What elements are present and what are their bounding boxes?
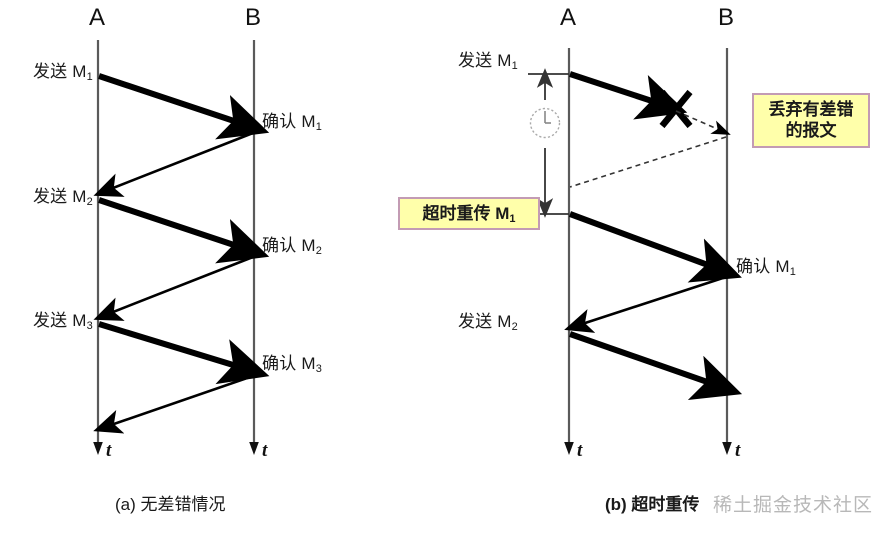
ack-m2-text: 确认 M (262, 236, 316, 255)
panel-b-lost-ack-dashed (569, 136, 727, 188)
panel-a-time-axis-a-label: t (106, 440, 112, 461)
ack-m3-text: 确认 M (262, 354, 316, 373)
send-m3-text: 发送 M (32, 311, 87, 330)
panel-a-msg-m3 (98, 321, 270, 385)
panel-a-ack-m1-label: 确认 M1 (262, 112, 323, 133)
panel-a-msg-m1 (98, 73, 270, 140)
panel-b-msg-m1-retransmit (568, 211, 742, 283)
callout-discard-line1: 丢弃有差错 (768, 100, 854, 119)
panel-b-timeline-a (564, 48, 574, 455)
caption-panel-b: (b) 超时重传 (605, 495, 700, 514)
panel-a-node-b-label: B (245, 4, 262, 31)
panel-b-time-axis-a-label: t (577, 440, 583, 461)
send-m2-sub: 2 (86, 196, 93, 208)
panel-a-node-a-label: A (89, 4, 106, 31)
callout-discard: 丢弃有差错 的报文 (752, 93, 870, 148)
ack-m3-sub: 3 (315, 363, 323, 375)
panel-b-timeout-bracket (528, 68, 569, 218)
panel-b-time-axis-b-label: t (735, 440, 741, 461)
callout-discard-line2: 的报文 (785, 121, 837, 141)
callout-retransmit-sub: 1 (509, 213, 516, 225)
watermark: 稀土掘金技术社区 (713, 495, 874, 516)
panel-b-send-m2-sub: 2 (511, 321, 518, 333)
send-m1-text: 发送 M (32, 62, 87, 81)
panel-b-send-m1-sub: 1 (511, 60, 518, 72)
panel-b-timeline-b (722, 48, 732, 455)
panel-a-ack-m2-label: 确认 M2 (262, 236, 323, 257)
callout-retransmit-text: 超时重传 M (422, 204, 510, 223)
send-m1-sub: 1 (86, 71, 93, 83)
panel-a-send-m2-label: 发送 M2 (0, 187, 93, 208)
panel-b-ack-m1-text: 确认 M (736, 257, 790, 276)
panel-a-time-axis-b-label: t (262, 440, 268, 461)
panel-b-ack-m1-sub: 1 (789, 266, 797, 278)
panel-b-send-m2-text: 发送 M (457, 312, 512, 331)
caption-panel-a: (a) 无差错情况 (115, 495, 226, 514)
panel-a-send-m3-label: 发送 M3 (0, 311, 93, 332)
panel-a-ack-m3-label: 确认 M3 (262, 354, 323, 375)
panel-b-send-m1-label: 发送 M1 (400, 51, 518, 72)
panel-a-send-m1-label: 发送 M1 (0, 62, 93, 83)
panel-b-msg-m1-lost (569, 71, 688, 120)
panel-b-send-m2-label: 发送 M2 (400, 312, 518, 333)
panel-a-ack-m2 (93, 255, 254, 321)
panel-b-node-a-label: A (560, 4, 577, 31)
panel-b-node-b-label: B (718, 4, 735, 31)
error-x-icon (659, 89, 693, 129)
panel-a-ack-m1 (93, 131, 254, 197)
panel-b-send-m1-text: 发送 M (457, 51, 512, 70)
callout-retransmit: 超时重传 M1 (398, 197, 540, 231)
ack-m1-text: 确认 M (262, 112, 316, 131)
clock-icon (529, 107, 561, 139)
panel-a-msg-m2 (98, 197, 270, 264)
panel-b-ack-m1 (564, 275, 727, 333)
panel-b-msg-m2 (569, 331, 743, 400)
send-m2-text: 发送 M (32, 187, 87, 206)
panel-a-timeline-a (93, 40, 103, 455)
send-m3-sub: 3 (86, 320, 93, 332)
ack-m2-sub: 2 (315, 245, 323, 257)
panel-a-ack-m3 (93, 374, 254, 434)
ack-m1-sub: 1 (315, 121, 323, 133)
panel-b-ack-m1-label: 确认 M1 (736, 257, 797, 278)
panel-a-timeline-b (249, 40, 259, 455)
